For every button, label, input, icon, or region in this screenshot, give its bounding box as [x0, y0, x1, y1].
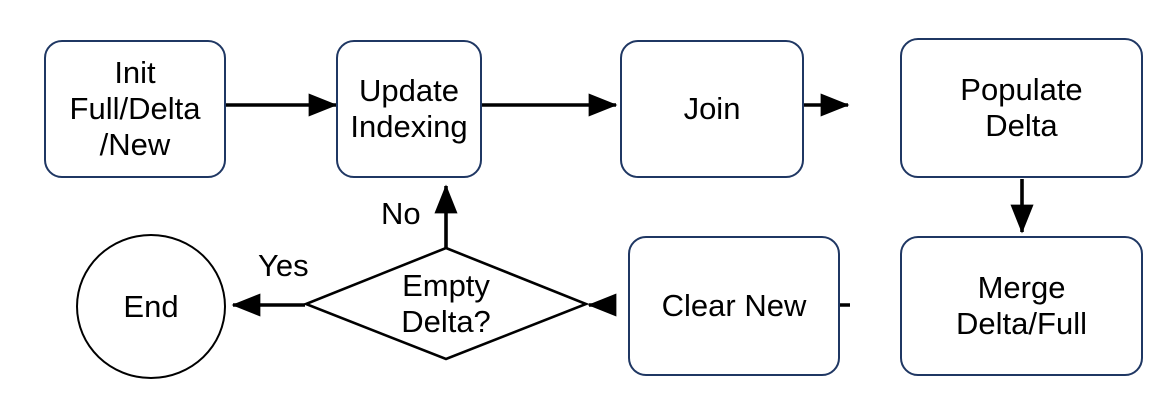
- node-label: Init Full/Delta /New: [69, 55, 201, 162]
- node-empty-delta-question[interactable]: Empty Delta?: [346, 248, 546, 360]
- edge-label-yes: Yes: [258, 248, 309, 283]
- node-label: Update Indexing: [350, 73, 468, 144]
- node-label: End: [123, 288, 179, 324]
- node-label: Empty Delta?: [401, 268, 491, 339]
- node-label: Populate Delta: [960, 72, 1083, 143]
- node-clear-new[interactable]: Clear New: [628, 236, 840, 376]
- node-label: Merge Delta/Full: [956, 270, 1087, 341]
- node-update-indexing[interactable]: Update Indexing: [336, 40, 482, 178]
- node-end[interactable]: End: [76, 234, 226, 379]
- edge-label-no: No: [381, 196, 421, 231]
- node-label: Join: [683, 91, 741, 127]
- decision-diamond-empty-delta: [302, 246, 590, 361]
- node-populate-delta[interactable]: Populate Delta: [900, 38, 1143, 178]
- node-merge-delta-full[interactable]: Merge Delta/Full: [900, 236, 1143, 376]
- node-join[interactable]: Join: [620, 40, 804, 178]
- node-label: Clear New: [661, 288, 807, 324]
- node-init-full-delta-new[interactable]: Init Full/Delta /New: [44, 40, 226, 178]
